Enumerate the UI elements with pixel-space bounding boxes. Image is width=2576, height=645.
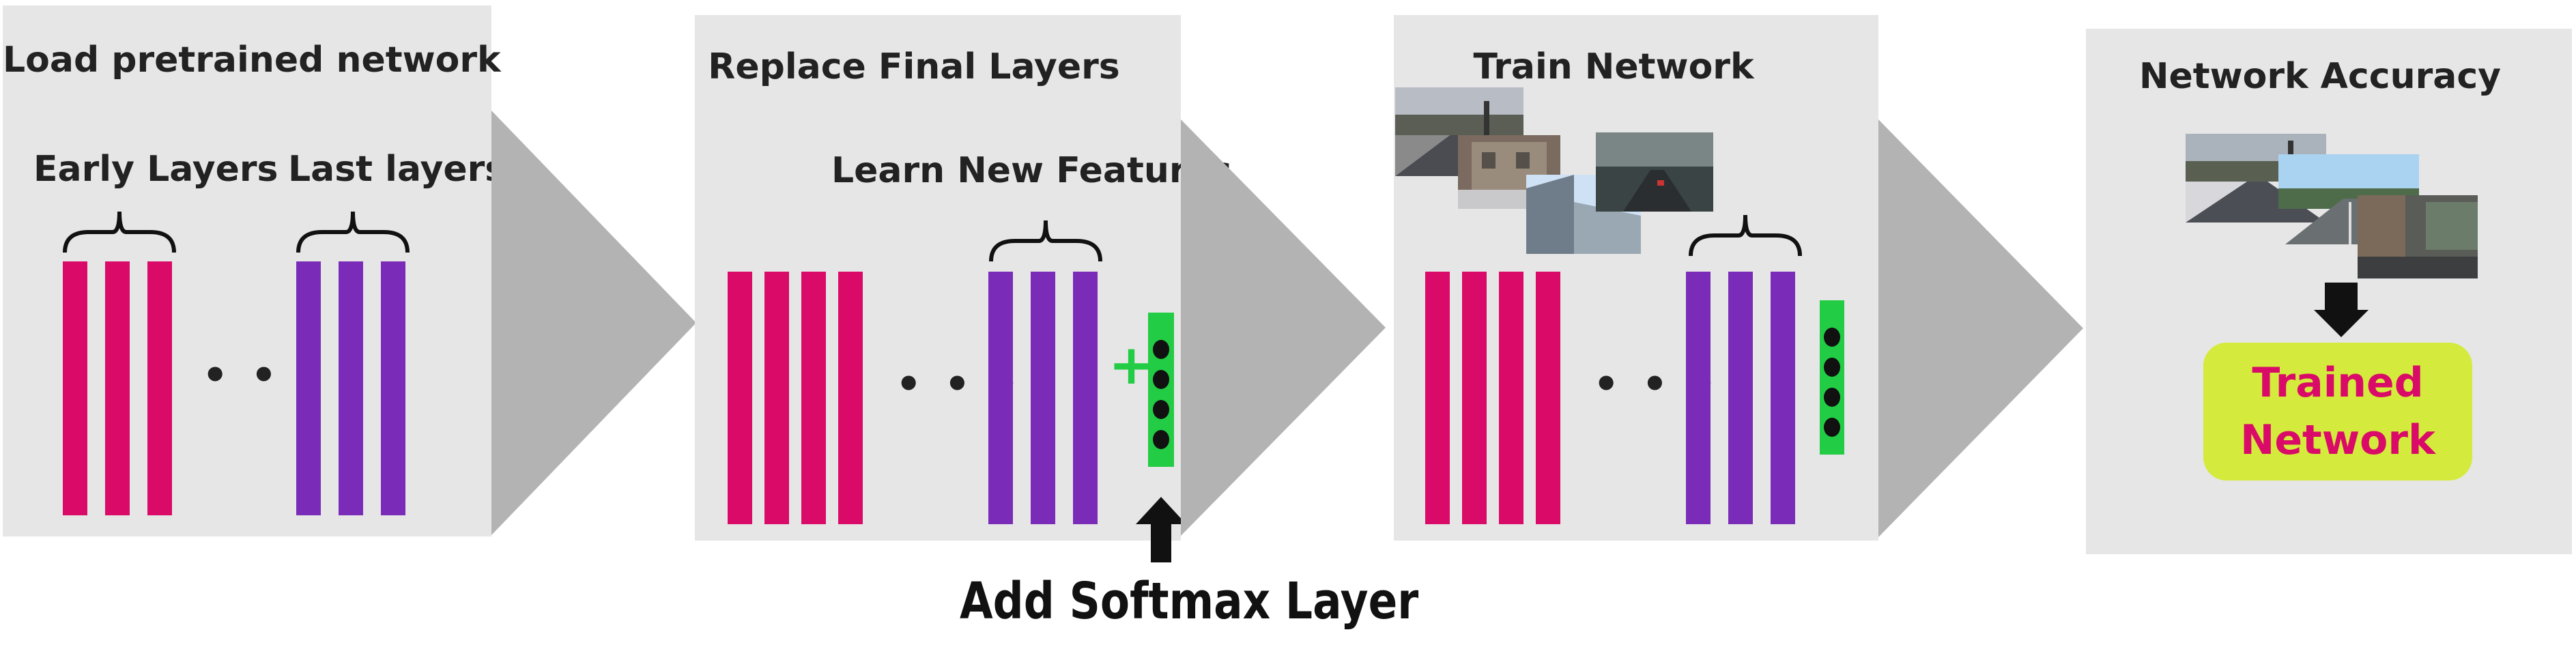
early-layer-bar [1499,272,1523,524]
neuron-dot [1153,370,1169,389]
network-accuracy-title: Network Accuracy [2138,56,2502,97]
brace-icon [989,220,1102,262]
brace-icon [296,211,410,253]
last-layer-bar [1686,272,1711,524]
replace-final-layers-title: Replace Final Layers [708,46,1120,87]
road-photo-icon [2358,195,2478,278]
last-layer-bar [1031,272,1055,524]
last-layer-bar [1728,272,1753,524]
plus-sign: + [1108,333,1155,397]
last-layer-bar [1771,272,1795,524]
last-layers-label: Last layers [288,149,506,190]
load-pretrained-title: Load pretrained network [3,40,501,81]
last-layer-bar [339,261,363,515]
neuron-dot [1824,418,1840,437]
down-arrow-icon [2314,283,2369,337]
brace-icon [63,211,176,253]
softmax-layer [1820,300,1844,455]
softmax-layer [1148,313,1174,467]
early-layer-bar [1425,272,1450,524]
right-arrow-icon [1878,119,2083,537]
right-arrow-icon [1181,119,1386,536]
last-layer-bar [296,261,321,515]
early-layer-bar [801,272,826,524]
neuron-dot [1153,340,1169,359]
neuron-dot [1824,388,1840,407]
trained-network-box: Trained Network [2203,343,2472,481]
early-layer-bar [728,272,752,524]
brace-icon [1689,214,1802,257]
early-layer-bar [1462,272,1487,524]
neuron-dot [1153,400,1169,419]
train-network-title: Train Network [1473,46,1754,87]
learn-new-features-label: Learn New Features [831,150,1232,191]
early-layer-bar [764,272,789,524]
early-layer-bar [105,261,130,515]
road-photo-icon [1596,132,1713,212]
right-arrow-icon [491,111,696,535]
early-layer-bar [838,272,863,524]
last-layer-bar [988,272,1013,524]
neuron-dot [1824,328,1840,347]
early-layers-label: Early Layers [33,149,278,190]
last-layer-bar [1073,272,1098,524]
up-arrow-icon [1136,497,1186,562]
early-layer-bar [1536,272,1560,524]
early-layer-bar [147,261,172,515]
add-softmax-callout: Add Softmax Layer [960,572,1419,631]
last-layer-bar [381,261,405,515]
neuron-dot [1153,430,1169,449]
early-layer-bar [63,261,87,515]
trained-network-label: Trained Network [2240,359,2435,464]
neuron-dot [1824,358,1840,377]
